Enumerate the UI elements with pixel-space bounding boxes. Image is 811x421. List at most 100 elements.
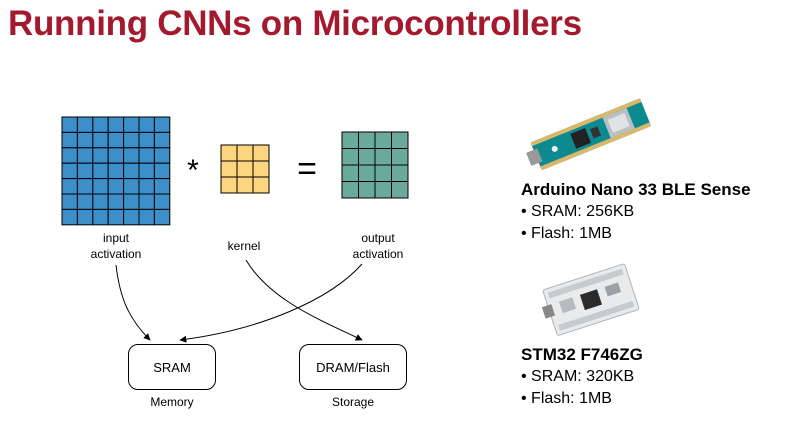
kernel-cell <box>236 144 254 162</box>
input-cell <box>153 162 171 180</box>
arduino-flash-spec: • Flash: 1MB <box>521 225 612 242</box>
input-cell <box>138 208 155 226</box>
input-cell <box>76 178 94 195</box>
input-cell <box>138 162 155 180</box>
input-cell <box>107 162 125 180</box>
input-cell <box>76 131 94 149</box>
input-cell <box>107 208 125 226</box>
dram-flash-box-label: DRAM/Flash <box>316 359 390 375</box>
arduino-sram-spec: • SRAM: 256KB <box>521 203 635 220</box>
sram-box: SRAM <box>128 344 216 390</box>
kernel-cell <box>220 160 238 178</box>
input-cell <box>92 208 109 226</box>
page-title: Running CNNs on Microcontrollers <box>8 4 582 43</box>
input-cell <box>123 131 140 149</box>
kernel-cell <box>220 176 238 194</box>
input-cell <box>107 116 125 133</box>
input-cell <box>123 162 140 180</box>
stm32-device-name: STM32 F746ZG <box>521 345 643 364</box>
input-cell <box>153 193 171 210</box>
input-cell <box>61 116 78 133</box>
input-cell <box>153 116 171 133</box>
input-cell <box>107 193 125 210</box>
input-cell <box>61 147 78 164</box>
arrow-kernel-to-dram <box>245 259 363 341</box>
stm32-flash-spec: • Flash: 1MB <box>521 390 612 407</box>
output-cell <box>374 164 392 182</box>
equals-operator: = <box>297 150 317 188</box>
output-cell <box>358 148 376 166</box>
output-cell <box>341 148 359 166</box>
kernel-cell <box>236 160 254 178</box>
arduino-board-image <box>526 98 652 171</box>
input-cell <box>76 116 94 133</box>
input-cell <box>138 116 155 133</box>
input-cell <box>92 116 109 133</box>
output-cell <box>391 164 409 182</box>
input-cell <box>153 131 171 149</box>
arduino-device-name: Arduino Nano 33 BLE Sense <box>521 180 751 199</box>
input-cell <box>76 147 94 164</box>
input-cell <box>107 147 125 164</box>
output-cell <box>391 148 409 166</box>
input-cell <box>123 193 140 210</box>
arrow-output-to-sram <box>179 263 363 343</box>
output-cell <box>374 148 392 166</box>
output-cell <box>358 164 376 182</box>
storage-caption: Storage <box>331 395 375 409</box>
input-cell <box>92 147 109 164</box>
output-cell <box>374 181 392 199</box>
stm32-board-image <box>541 263 640 336</box>
input-cell <box>138 178 155 195</box>
output-cell <box>341 131 359 149</box>
sram-box-label: SRAM <box>153 359 191 375</box>
input-cell <box>76 162 94 180</box>
input-cell <box>107 178 125 195</box>
stm32-sram-spec: • SRAM: 320KB <box>521 368 635 385</box>
output-cell <box>358 131 376 149</box>
output-activation-grid <box>341 131 409 199</box>
input-cell <box>123 147 140 164</box>
input-cell <box>123 178 140 195</box>
output-cell <box>358 181 376 199</box>
input-cell <box>107 131 125 149</box>
output-cell <box>391 131 409 149</box>
input-cell <box>123 208 140 226</box>
output-cell <box>391 181 409 199</box>
output-cell <box>374 131 392 149</box>
input-cell <box>61 162 78 180</box>
input-cell <box>76 208 94 226</box>
input-cell <box>138 131 155 149</box>
kernel-cell <box>252 176 270 194</box>
arrow-input-to-sram <box>115 264 151 341</box>
input-activation-grid <box>61 116 171 226</box>
input-cell <box>76 193 94 210</box>
input-cell <box>92 131 109 149</box>
kernel-label: kernel <box>227 239 261 253</box>
input-cell <box>92 193 109 210</box>
input-cell <box>153 208 171 226</box>
input-cell <box>138 147 155 164</box>
input-cell <box>61 193 78 210</box>
output-cell <box>341 181 359 199</box>
kernel-cell <box>252 144 270 162</box>
output-cell <box>341 164 359 182</box>
kernel-grid <box>220 144 270 194</box>
input-cell <box>153 147 171 164</box>
kernel-cell <box>220 144 238 162</box>
input-cell <box>61 178 78 195</box>
input-cell <box>61 208 78 226</box>
kernel-cell <box>236 176 254 194</box>
input-cell <box>61 131 78 149</box>
input-cell <box>92 178 109 195</box>
dram-flash-box: DRAM/Flash <box>299 344 407 390</box>
input-cell <box>92 162 109 180</box>
memory-caption: Memory <box>150 395 194 409</box>
kernel-cell <box>252 160 270 178</box>
input-cell <box>138 193 155 210</box>
input-cell <box>153 178 171 195</box>
input-cell <box>123 116 140 133</box>
